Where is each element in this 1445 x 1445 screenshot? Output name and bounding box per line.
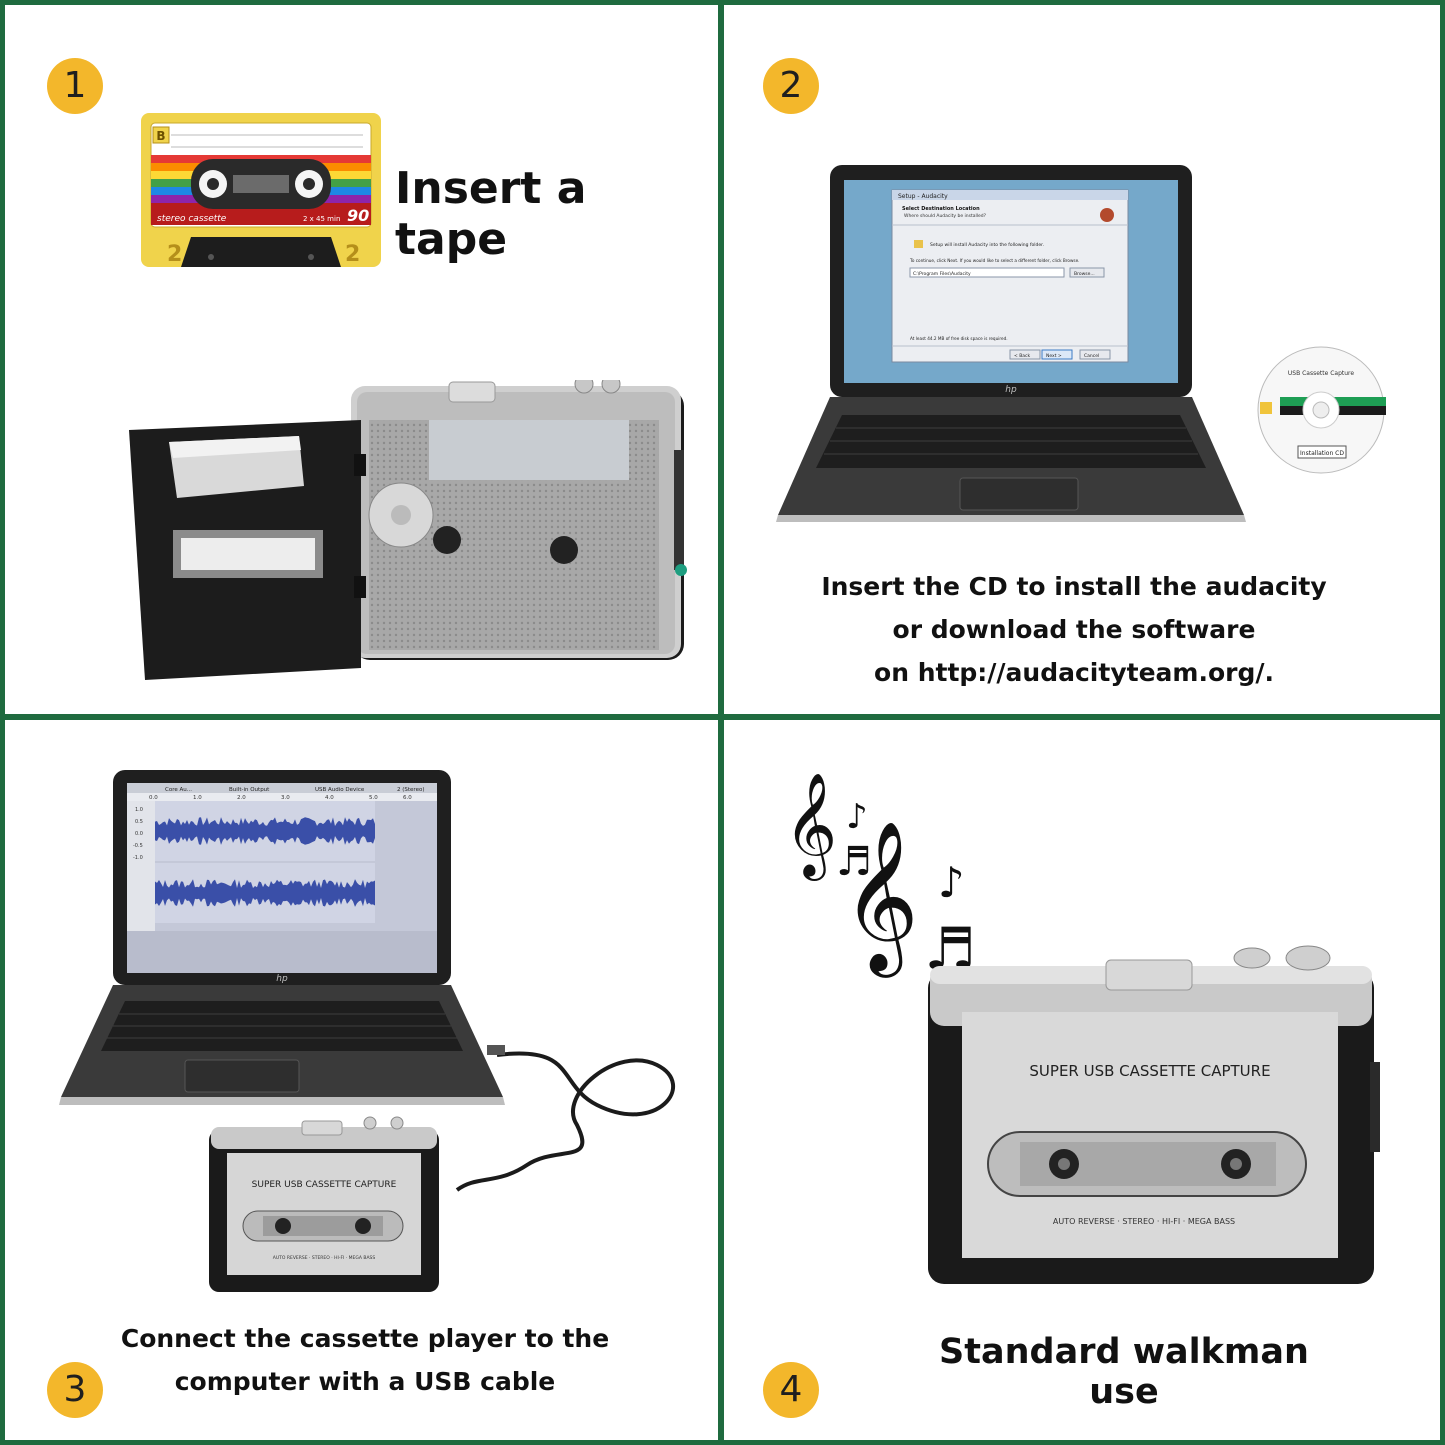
laptop-brand-logo: hp	[1005, 385, 1017, 395]
audio-host: Core Au...	[165, 787, 192, 793]
step-2-badge: 2	[763, 58, 819, 114]
tape-brand: stereo cassette	[157, 214, 227, 224]
small-player-title: SUPER USB CASSETTE CAPTURE	[252, 1180, 397, 1190]
cd-title: USB Cassette Capture	[1288, 370, 1355, 377]
audio-channels: 2 (Stereo)	[397, 787, 424, 793]
browse-label: Browse...	[1074, 271, 1095, 277]
step-4-badge: 4	[763, 1362, 819, 1418]
ruler-5: 5.0	[369, 795, 378, 801]
large-treble-clef-icon: 𝄞	[842, 819, 919, 971]
tape-track-left: 2	[167, 242, 182, 267]
treble-clef-icon: 𝄞	[784, 772, 838, 877]
ruler-4: 4.0	[325, 795, 334, 801]
scale-2: 0.0	[135, 831, 143, 837]
install-path-value: C:\Program Files\Audacity	[913, 271, 971, 277]
back-label: < Back	[1014, 353, 1031, 359]
beamed-notes-icon: ♬	[836, 839, 872, 885]
waveform-top	[155, 817, 375, 845]
eighth-note-icon-2: ♪	[938, 858, 965, 907]
step-1-badge: 1	[47, 58, 103, 114]
install-path-field[interactable]	[909, 267, 1065, 278]
ruler-2: 2.0	[237, 795, 246, 801]
tape-duration: 2 x 45 min	[303, 215, 340, 223]
back-button[interactable]	[1009, 349, 1041, 360]
step-3-badge: 3	[47, 1362, 103, 1418]
next-button[interactable]	[1041, 349, 1073, 360]
ruler-6: 6.0	[403, 795, 412, 801]
installation-cd: USB Cassette Capture Installation CD	[1257, 346, 1386, 474]
folder-icon	[914, 240, 923, 248]
ruler-1: 1.0	[193, 795, 202, 801]
step-3-caption: Connect the cassette player to the compu…	[120, 1324, 610, 1396]
scale-1: 0.5	[135, 819, 143, 825]
tape-length: 90	[347, 206, 369, 225]
laptop-brand-logo-2: hp	[276, 974, 288, 984]
cancel-button[interactable]	[1079, 349, 1111, 360]
audio-input: USB Audio Device	[315, 787, 365, 793]
next-label: Next >	[1046, 353, 1062, 359]
audio-output: Built-in Output	[229, 787, 270, 793]
ruler-0: 0.0	[149, 795, 158, 801]
ruler-3: 3.0	[281, 795, 290, 801]
dialog-body: Setup will install Audacity into the fol…	[930, 242, 1044, 248]
disk-space-note: At least 44.2 MB of free disk space is r…	[910, 336, 1008, 341]
dialog-title: Setup - Audacity	[898, 193, 948, 200]
tape-track-right: 2	[345, 242, 360, 267]
step-4-panel: 𝄞 ♪ ♬ 𝄞 ♪ ♬ SUPER USB CASSETTE CAPTURE A…	[724, 720, 1440, 1440]
open-cassette-player	[129, 380, 687, 680]
step-2-panel: 2 Setup - Audacity Select Destination Lo…	[724, 5, 1440, 714]
player-title: SUPER USB CASSETTE CAPTURE	[1029, 1062, 1270, 1080]
music-notes-decoration: 𝄞 ♪ ♬ 𝄞 ♪ ♬	[784, 780, 984, 980]
tape-side-label: B	[156, 129, 165, 143]
cd-label: Installation CD	[1300, 450, 1344, 457]
scale-4: -1.0	[133, 855, 143, 861]
eighth-note-icon: ♪	[846, 797, 868, 837]
step-1-panel: 1 B stereo cassette 2 x 45 min 90	[5, 5, 718, 714]
step-2-caption: Insert the CD to install the audacity or…	[821, 572, 1327, 687]
dialog-hint: To continue, click Next. If you would li…	[909, 258, 1080, 263]
scale-0: 1.0	[135, 807, 143, 813]
step-1-caption: Insert a tape	[395, 163, 587, 265]
step-3-panel: Core Au... Built-in Output USB Audio Dev…	[5, 720, 718, 1440]
browse-button[interactable]	[1069, 267, 1105, 278]
cancel-label: Cancel	[1084, 353, 1099, 359]
usb-cable	[455, 1051, 676, 1192]
player-features: AUTO REVERSE · STEREO · HI-FI · MEGA BAS…	[1053, 1217, 1235, 1226]
waveform-bottom	[155, 879, 375, 907]
dialog-heading: Select Destination Location	[902, 206, 980, 212]
audacity-logo-icon	[1100, 208, 1114, 222]
small-player-features: AUTO REVERSE · STEREO · HI-FI · MEGA BAS…	[273, 1255, 376, 1261]
step-4-caption: Standard walkman use	[939, 1332, 1309, 1412]
laptop-with-player-illustration: Core Au... Built-in Output USB Audio Dev…	[59, 770, 676, 1292]
laptop-installer-illustration: Setup - Audacity Select Destination Loca…	[776, 165, 1246, 522]
scale-3: -0.5	[133, 843, 143, 849]
cassette-tape-illustration: B stereo cassette 2 x 45 min 90 2 2	[141, 113, 381, 267]
dialog-subheading: Where should Audacity be installed?	[904, 213, 987, 219]
cassette-walkman: SUPER USB CASSETTE CAPTURE AUTO REVERSE …	[928, 945, 1380, 1284]
